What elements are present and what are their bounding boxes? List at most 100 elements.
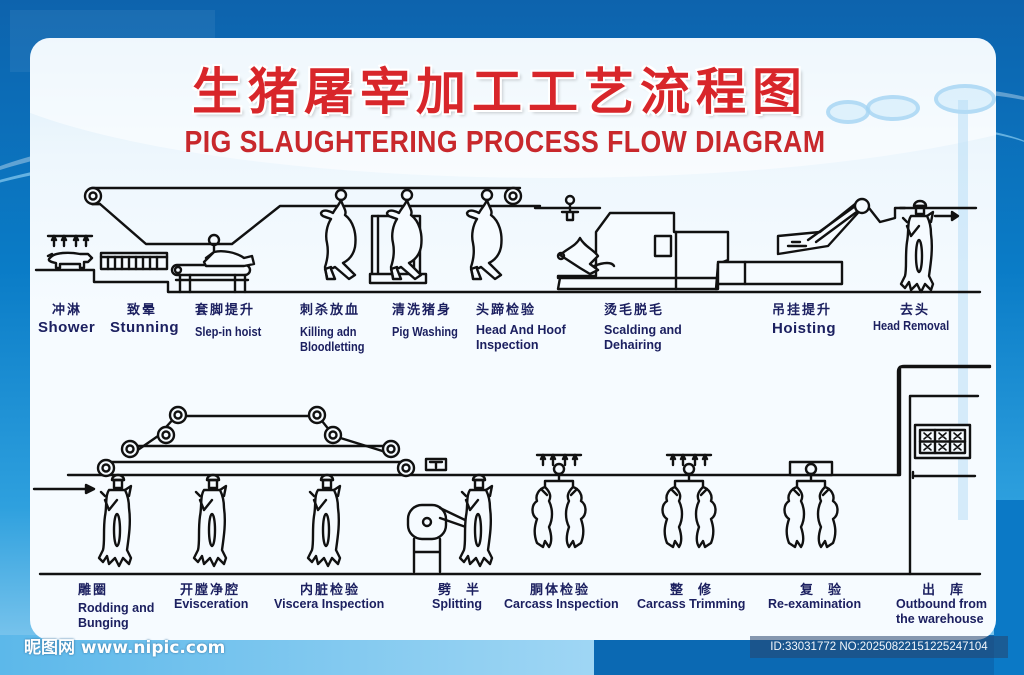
step-label-outbound-en: Outbound from the warehouse [896, 597, 1000, 627]
step-label-cn: 套脚提升 [195, 303, 256, 318]
image-id-badge: ID:33031772 NO:20250822151225247104 [750, 636, 1008, 658]
step-label-cn: 内脏检验 [300, 583, 361, 598]
step-label-evisceration: 开膛净腔 [180, 579, 240, 598]
conveyor-roller-icon [168, 405, 188, 425]
control-box [424, 457, 448, 472]
step-label-splitting: 劈 半 [438, 579, 481, 598]
floor-line [34, 268, 982, 294]
split-carcass-icon [783, 462, 839, 549]
title-english: PIG SLAUGHTERING PROCESS FLOW DIAGRAM [184, 124, 826, 159]
step-label-cn: 头蹄检验 [476, 303, 537, 318]
arrow-right-icon [933, 210, 960, 222]
step-label-splitting-en: Splitting [432, 597, 482, 612]
step-label-stunning-en: Stunning [110, 320, 179, 335]
hanging-carcass-icon [192, 473, 228, 568]
step-label-en: Rodding and Bunging [78, 601, 155, 630]
step-label-en: Head Removal [873, 318, 950, 333]
step-label-cn: 出 库 [922, 583, 966, 598]
step-label-en: Splitting [432, 597, 482, 611]
step-label-hoisting: 吊挂提升 Hoisting [772, 299, 836, 336]
step-label-viscera-inspection: 内脏检验 [300, 579, 360, 598]
rail-line [66, 365, 992, 477]
step-label-rodding: 雕圈 Rodding and Bunging [78, 579, 168, 631]
step-label-slep-in-hoist: 套脚提升 Slep-in hoist [195, 299, 273, 339]
step-label-en: Slep-in hoist [195, 324, 262, 339]
step-label-cn: 雕圈 [78, 583, 109, 598]
step-label-cn: 去头 [900, 303, 931, 318]
step-label-cn: 吊挂提升 [772, 303, 833, 318]
step-label-cn: 劈 半 [438, 583, 482, 598]
step-label-en: Evisceration [174, 597, 249, 611]
step-label-head-removal: 去头 [900, 299, 930, 318]
hanging-carcass-icon [319, 188, 357, 281]
step-label-en: Stunning [110, 319, 179, 336]
step-label-en: Hoisting [772, 320, 836, 337]
step-label-pig-washing: 清洗猪身 Pig Washing [392, 299, 470, 339]
conveyor-roller-icon [83, 186, 103, 206]
step-label-carcass-inspection: 胴体检验 [530, 579, 590, 598]
step-label-en: Carcass Inspection [504, 597, 619, 611]
step-label-cn: 整 修 [670, 583, 714, 598]
step-label-cn: 清洗猪身 [392, 303, 453, 318]
split-carcass-icon [661, 462, 717, 549]
step-label-carcass-inspection-en: Carcass Inspection [504, 597, 619, 612]
step-label-shower-en: Shower [38, 320, 95, 335]
conveyor-roller-icon [307, 405, 327, 425]
warehouse-building [896, 364, 992, 576]
conveyor-roller-icon [96, 458, 116, 478]
shower-sprinkler-icon [46, 234, 94, 248]
step-label-shower: 冲淋 [52, 299, 82, 318]
hanging-carcass-icon [458, 473, 494, 568]
step-label-outbound: 出 库 [922, 579, 965, 598]
conveyor-roller-icon [120, 439, 140, 459]
step-label-en: Shower [38, 319, 96, 336]
step-label-cn: 致晕 [127, 303, 158, 318]
step-label-cn: 胴体检验 [530, 583, 591, 598]
step-label-carcass-trimming: 整 修 [670, 579, 713, 598]
step-label-en: Outbound from the warehouse [896, 597, 987, 626]
hoisting-elevator [716, 197, 907, 286]
step-label-en: Killing adn Bloodletting [300, 324, 365, 354]
title-chinese: 生猪屠宰加工工艺流程图 [192, 63, 808, 121]
conveyor-roller-icon [396, 458, 416, 478]
inspection-hook [560, 194, 580, 222]
step-label-head-removal-en: Head Removal [873, 318, 963, 333]
step-label-en: Viscera Inspection [274, 597, 385, 611]
step-label-cn: 复 验 [800, 583, 844, 598]
step-label-evisceration-en: Evisceration [174, 597, 248, 612]
step-label-viscera-inspection-en: Viscera Inspection [274, 597, 384, 612]
hanging-carcass-icon [306, 473, 342, 568]
arrow-right-icon [32, 483, 96, 495]
watermark: 昵图网 www.nipic.com [24, 638, 226, 658]
scalding-dehairing-machine [556, 211, 730, 291]
step-label-en: Pig Washing [392, 324, 458, 339]
decorative-ring [826, 100, 870, 124]
step-label-en: Scalding and Dehairing [604, 323, 682, 352]
hanging-carcass-icon [385, 188, 423, 281]
step-label-head-hoof-inspection: 头蹄检验 Head And Hoof Inspection [476, 299, 586, 353]
step-label-killing: 刺杀放血 Killing adn Bloodletting [300, 299, 380, 354]
step-label-re-examination: 复 验 [800, 579, 843, 598]
step-label-cn: 开膛净腔 [180, 583, 241, 598]
step-label-cn: 冲淋 [52, 303, 83, 318]
stunning-pen [99, 251, 169, 271]
step-label-stunning: 致晕 [127, 299, 157, 318]
conveyor-roller-icon [503, 186, 523, 206]
conveyor-roller-icon [381, 439, 401, 459]
split-carcass-icon [531, 462, 587, 549]
overhead-conveyor [96, 405, 416, 478]
splitting-saw [406, 503, 488, 574]
decorative-ring [866, 95, 920, 121]
decorative-pole [958, 100, 968, 520]
pig-icon [46, 251, 94, 270]
hanging-carcass-icon [899, 199, 935, 294]
conveyor-roller-icon [323, 425, 343, 445]
step-label-cn: 刺杀放血 [300, 303, 361, 318]
overhead-conveyor [83, 186, 542, 246]
step-label-en: Re-examination [768, 597, 862, 611]
conveyor-roller-icon [156, 425, 176, 445]
step-label-carcass-trimming-en: Carcass Trimming [637, 597, 745, 612]
step-label-cn: 烫毛脱毛 [604, 303, 665, 318]
step-label-re-examination-en: Re-examination [768, 597, 861, 612]
